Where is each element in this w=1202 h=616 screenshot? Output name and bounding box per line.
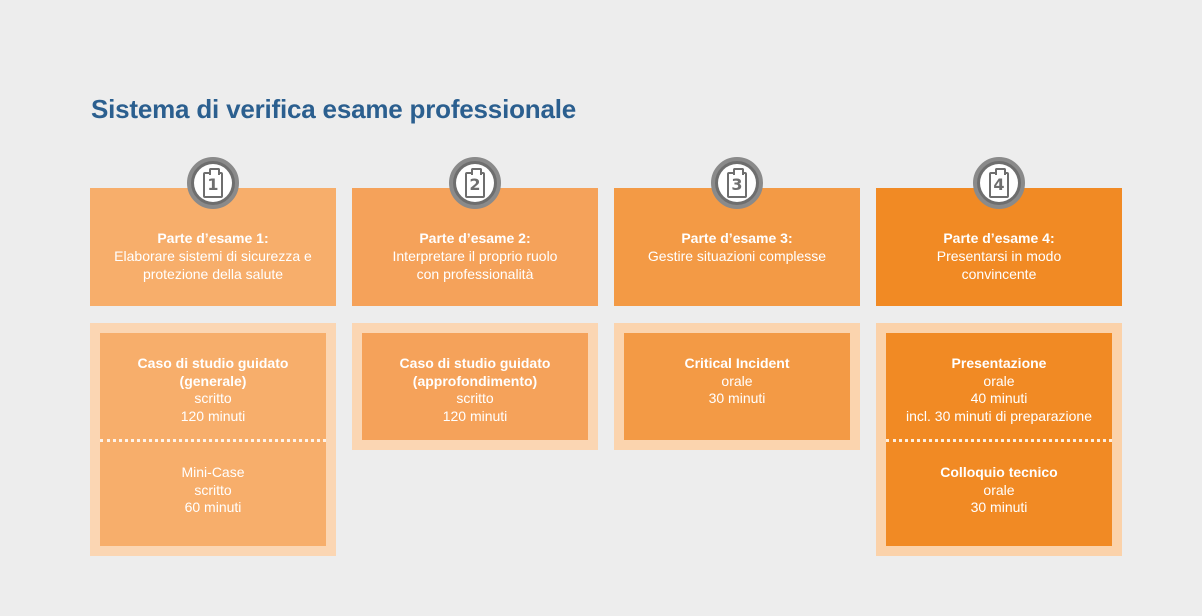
item-line: Mini-Case	[181, 464, 245, 480]
item-title: Critical Incident	[684, 355, 790, 371]
dotted-divider	[100, 439, 326, 442]
item-line: incl. 30 minuti di preparazione	[906, 407, 1092, 424]
part-header-title: Parte d’esame 1:	[157, 230, 269, 246]
item-line: 40 minuti	[970, 390, 1028, 406]
exam-item: Mini-Case scritto 60 minuti	[100, 442, 326, 517]
item-line: 30 minuti	[970, 499, 1028, 515]
part-number: 2	[469, 174, 481, 194]
exam-item: Presentazione orale 40 minuti incl. 30 m…	[886, 333, 1112, 439]
part-details-frame: Critical Incident orale 30 minuti	[614, 323, 860, 450]
item-line: 120 minuti	[442, 407, 508, 424]
item-title: Caso di studio guidato	[137, 355, 289, 371]
part-number: 4	[993, 174, 1005, 194]
item-line: 30 minuti	[708, 390, 766, 406]
item-line: scritto	[456, 390, 494, 406]
item-line: 60 minuti	[184, 499, 242, 515]
item-title: (generale)	[179, 372, 247, 389]
part-details: Caso di studio guidato (generale) scritt…	[100, 333, 326, 546]
part-header-line: Elaborare sistemi di sicurezza e	[114, 248, 312, 264]
part-number: 3	[731, 174, 743, 194]
part-number: 1	[207, 174, 219, 194]
part-header-line: con professionalità	[416, 266, 534, 282]
item-title: (approfondimento)	[412, 372, 538, 389]
part-header-title: Parte d’esame 3:	[681, 230, 793, 246]
part-header-title: Parte d’esame 4:	[943, 230, 1055, 246]
part-header-line: Presentarsi in modo	[936, 248, 1062, 264]
item-line: orale	[983, 372, 1015, 389]
exam-item: Caso di studio guidato (approfondimento)…	[362, 333, 588, 425]
clipboard-badge-icon: 4	[973, 157, 1025, 209]
clipboard-badge-icon: 2	[449, 157, 501, 209]
item-line: orale	[983, 481, 1015, 498]
clipboard-badge-icon: 1	[187, 157, 239, 209]
part-header-line: Gestire situazioni complesse	[647, 248, 827, 264]
dotted-divider	[886, 439, 1112, 442]
page-title: Sistema di verifica esame professionale	[91, 94, 576, 124]
exam-item: Critical Incident orale 30 minuti	[624, 333, 850, 408]
part-header-line: Interpretare il proprio ruolo	[392, 248, 558, 264]
clipboard-icon: 1	[203, 167, 223, 198]
part-header-line: convincente	[961, 266, 1037, 282]
item-line: 120 minuti	[180, 407, 246, 424]
clipboard-icon: 2	[465, 167, 485, 198]
part-details-frame: Caso di studio guidato (approfondimento)…	[352, 323, 598, 450]
item-line: orale	[721, 372, 753, 389]
item-title: Presentazione	[951, 355, 1047, 371]
item-line: scritto	[194, 390, 232, 406]
part-details: Caso di studio guidato (approfondimento)…	[362, 333, 588, 440]
item-line: scritto	[194, 481, 232, 498]
item-title: Caso di studio guidato	[399, 355, 551, 371]
clipboard-icon: 3	[727, 167, 747, 198]
clipboard-badge-icon: 3	[711, 157, 763, 209]
part-header-title: Parte d’esame 2:	[419, 230, 531, 246]
exam-item: Caso di studio guidato (generale) scritt…	[100, 333, 326, 439]
exam-item: Colloquio tecnico orale 30 minuti	[886, 442, 1112, 517]
clipboard-icon: 4	[989, 167, 1009, 198]
part-details: Critical Incident orale 30 minuti	[624, 333, 850, 440]
part-header-line: protezione della salute	[142, 266, 284, 282]
part-details-frame: Presentazione orale 40 minuti incl. 30 m…	[876, 323, 1122, 556]
item-title: Colloquio tecnico	[940, 464, 1058, 480]
part-details: Presentazione orale 40 minuti incl. 30 m…	[886, 333, 1112, 546]
part-details-frame: Caso di studio guidato (generale) scritt…	[90, 323, 336, 556]
